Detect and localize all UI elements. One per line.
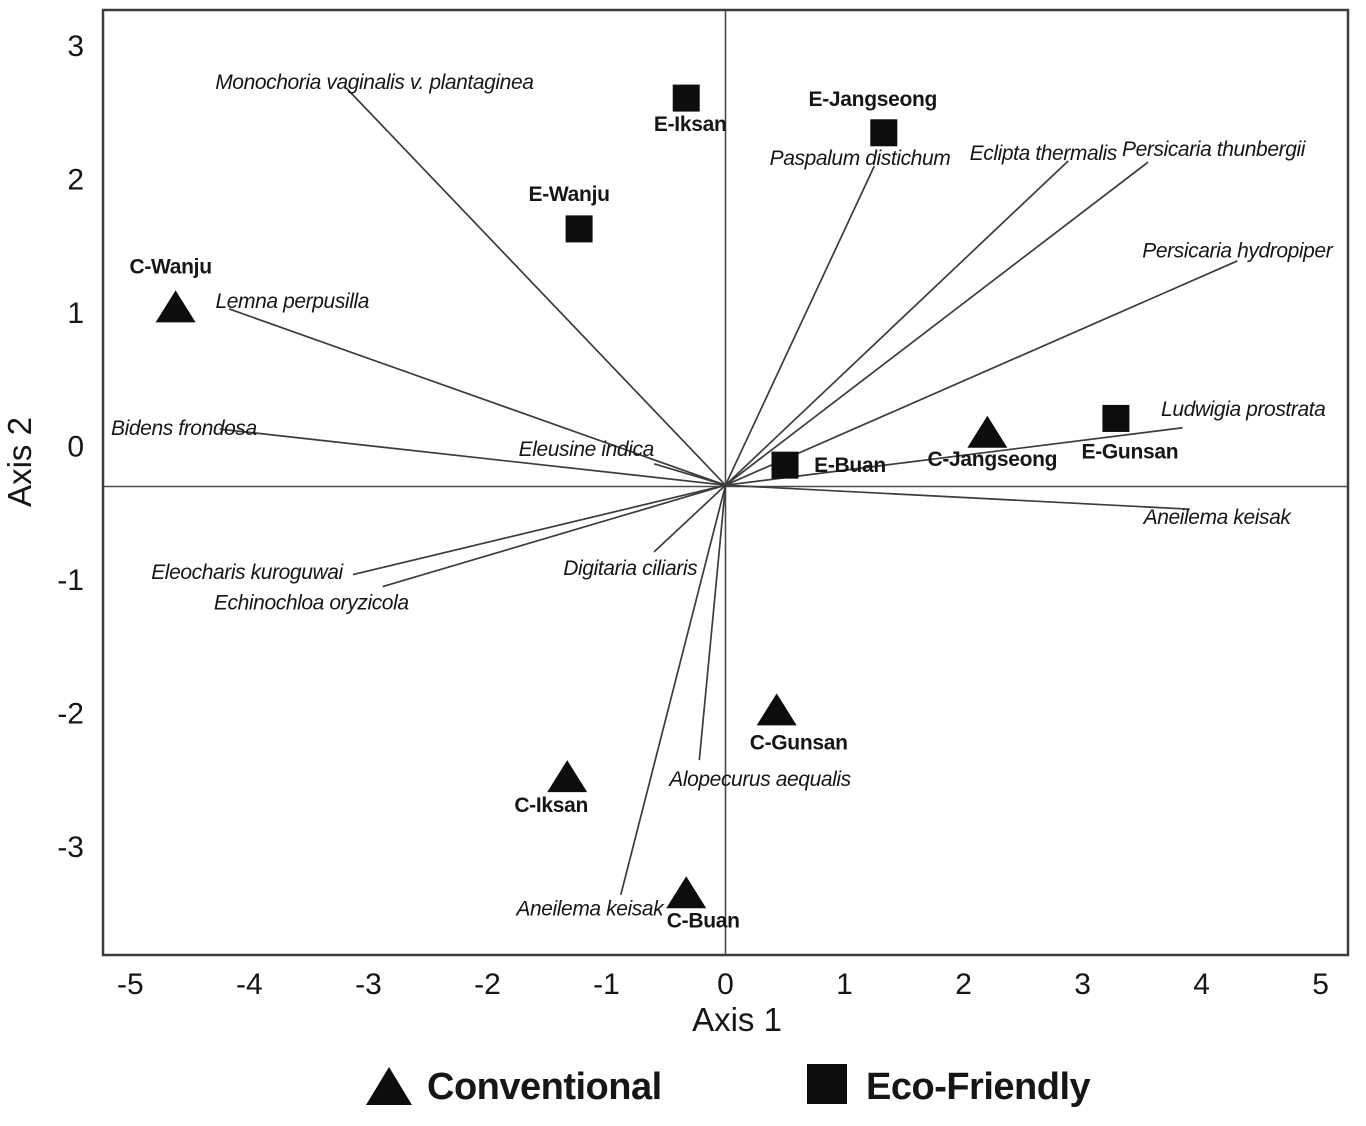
y-axis-title: Axis 2 bbox=[1, 417, 38, 507]
site-marker-square bbox=[771, 451, 799, 479]
x-tick-label: 4 bbox=[1193, 968, 1210, 1001]
site-label: C-Jangseong bbox=[927, 448, 1057, 471]
site-marker-square bbox=[1102, 404, 1130, 432]
site-marker-triangle bbox=[967, 415, 1008, 448]
species-label: Persicaria thunbergii bbox=[1122, 138, 1307, 161]
y-tick-label: 0 bbox=[67, 430, 84, 463]
x-tick-label: 3 bbox=[1074, 968, 1091, 1001]
site-marker-square bbox=[565, 215, 593, 243]
x-tick-label: 0 bbox=[717, 968, 734, 1001]
species-label: Eleocharis kuroguwai bbox=[151, 561, 344, 584]
species-vector bbox=[219, 428, 726, 487]
site-marker-triangle bbox=[155, 290, 196, 323]
x-tick-label: 1 bbox=[836, 968, 853, 1001]
site-label: E-Iksan bbox=[654, 113, 727, 136]
x-tick-label: -2 bbox=[474, 968, 501, 1001]
species-label: Ludwigia prostrata bbox=[1161, 398, 1325, 421]
site-label: E-Jangseong bbox=[809, 88, 938, 111]
x-tick-label: -5 bbox=[117, 968, 144, 1001]
x-tick-label: -1 bbox=[593, 968, 620, 1001]
species-vector bbox=[698, 485, 727, 761]
x-tick-label: -4 bbox=[236, 968, 263, 1001]
y-tick-label: 2 bbox=[67, 164, 84, 197]
x-tick-label: -3 bbox=[355, 968, 382, 1001]
species-vector bbox=[352, 484, 726, 576]
x-axis-title: Axis 1 bbox=[692, 1001, 782, 1038]
site-label: E-Wanju bbox=[529, 183, 610, 206]
y-tick-label: 1 bbox=[67, 297, 84, 330]
site-marker-square bbox=[870, 119, 898, 147]
species-label: Alopecurus aequalis bbox=[667, 768, 851, 791]
site-label: C-Wanju bbox=[129, 255, 211, 278]
species-label: Bidens frondosa bbox=[111, 417, 257, 440]
y-tick-label: -3 bbox=[57, 831, 84, 864]
legend-label: Conventional bbox=[427, 1066, 662, 1108]
species-vector bbox=[724, 165, 876, 486]
x-tick-label: 2 bbox=[955, 968, 972, 1001]
site-label: E-Gunsan bbox=[1082, 440, 1179, 463]
species-label: Lemna perpusilla bbox=[215, 290, 369, 313]
site-marker-triangle bbox=[547, 760, 588, 793]
y-tick-label: 3 bbox=[67, 30, 84, 63]
species-label: Persicaria hydropiper bbox=[1142, 239, 1333, 262]
species-vector bbox=[653, 462, 726, 486]
species-vector bbox=[382, 484, 726, 588]
legend-label: Eco-Friendly bbox=[866, 1066, 1091, 1108]
site-label: C-Gunsan bbox=[750, 731, 848, 754]
legend-square-marker bbox=[807, 1064, 847, 1104]
y-tick-label: -2 bbox=[57, 697, 84, 730]
species-label: Monochoria vaginalis v. plantaginea bbox=[215, 71, 533, 94]
site-marker-square bbox=[672, 84, 700, 112]
species-vector bbox=[619, 484, 727, 896]
site-label: C-Iksan bbox=[514, 794, 588, 817]
species-vector bbox=[724, 160, 1069, 486]
species-label: Eclipta thermalis bbox=[970, 142, 1118, 165]
site-label: E-Buan bbox=[814, 454, 886, 477]
site-marker-triangle bbox=[666, 876, 707, 909]
species-vector bbox=[653, 484, 727, 553]
species-vector bbox=[725, 426, 1183, 487]
species-label: Digitaria ciliaris bbox=[563, 557, 698, 580]
species-label: Eleusine indica bbox=[519, 438, 654, 461]
y-tick-label: -1 bbox=[57, 564, 84, 597]
species-vector bbox=[725, 484, 1190, 511]
species-vector bbox=[724, 161, 1149, 486]
species-vector bbox=[228, 308, 726, 486]
species-vector bbox=[725, 260, 1238, 486]
species-label: Aneilema keisak bbox=[514, 897, 665, 920]
species-label: Aneilema keisak bbox=[1142, 506, 1293, 529]
site-label: C-Buan bbox=[667, 909, 740, 932]
species-label: Echinochloa oryzicola bbox=[214, 592, 409, 615]
species-label: Paspalum distichum bbox=[770, 147, 951, 170]
site-marker-triangle bbox=[756, 693, 797, 726]
legend-triangle-marker bbox=[366, 1067, 412, 1105]
species-vector bbox=[346, 88, 727, 486]
x-tick-label: 5 bbox=[1312, 968, 1329, 1001]
